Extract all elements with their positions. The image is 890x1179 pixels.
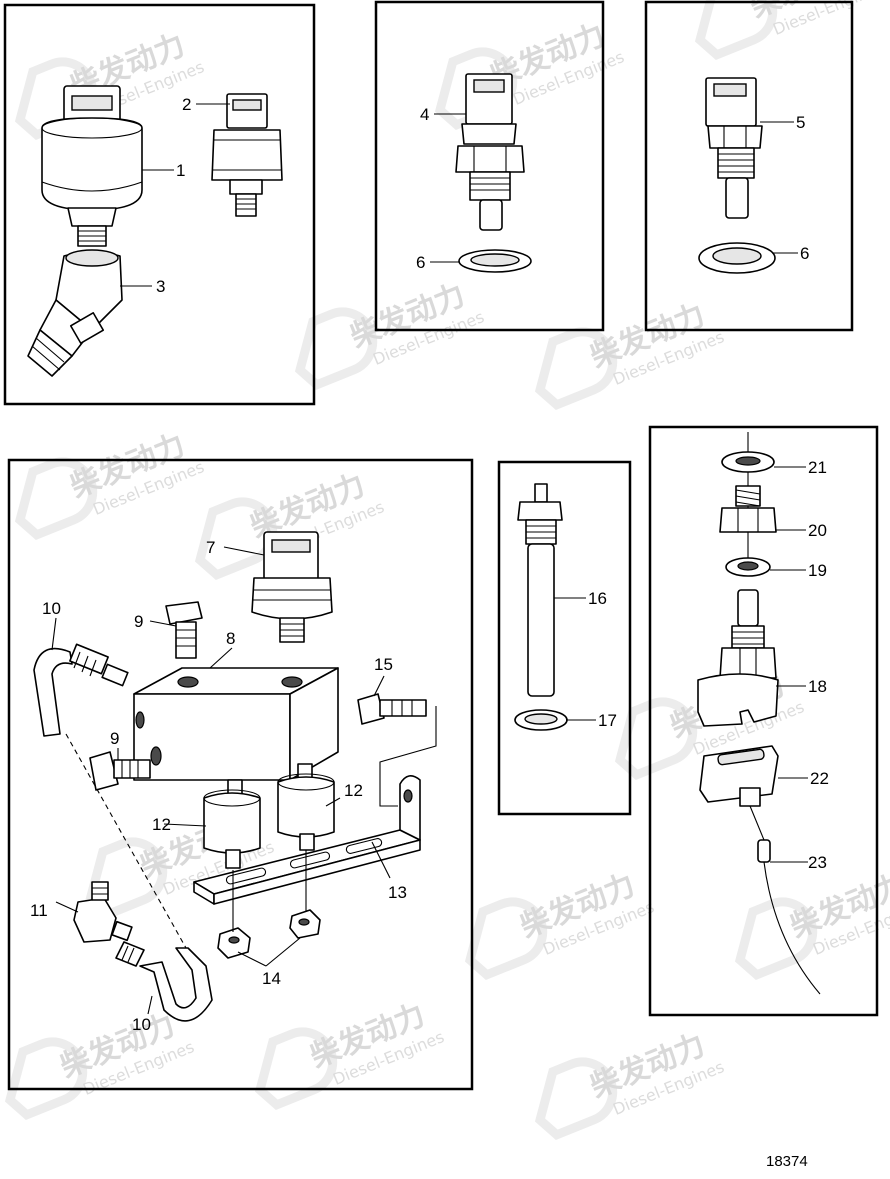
part-18-temperature-sensor — [697, 589, 779, 727]
hose-routing-dashed-line — [65, 733, 187, 949]
callout-13: 13 — [388, 883, 407, 902]
callout-18: 18 — [808, 677, 827, 696]
bolt-15-insertion-line — [379, 706, 437, 807]
callout-12b: 12 — [344, 781, 363, 800]
part-12b-rubber-mount — [277, 763, 335, 851]
drawing-number: 18374 — [766, 1153, 808, 1170]
panel-temp-sensor-16 — [497, 460, 632, 816]
part-6b-sealing-washer — [698, 242, 776, 274]
part-17-sealing-washer — [514, 709, 568, 731]
part-9b-bolt — [89, 751, 151, 791]
callout-9a: 9 — [134, 612, 143, 631]
panel-sender-bracket-assembly — [7, 458, 474, 1091]
part-7-pressure-sender — [251, 531, 333, 643]
callout-6a: 6 — [416, 253, 425, 272]
callout-22: 22 — [810, 769, 829, 788]
part-20-nut-with-spring — [719, 485, 777, 533]
part-11-connector — [73, 881, 133, 943]
part-16-temperature-sensor — [517, 483, 563, 697]
part-6a-sealing-washer — [458, 249, 532, 273]
callout-16: 16 — [588, 589, 607, 608]
callout-12a: 12 — [152, 815, 171, 834]
watermark-2: 柴发动力 Diesel-Engines — [434, 18, 627, 131]
panel-oil-pressure-sender — [3, 3, 316, 406]
part-23-cable — [757, 839, 821, 995]
part-4-temperature-sender — [455, 73, 525, 231]
callout-6b: 6 — [800, 244, 809, 263]
leader-lines — [51, 103, 808, 1015]
part-21-washer — [721, 451, 775, 473]
callout-10b: 10 — [132, 1015, 151, 1034]
part-19-washer — [725, 557, 771, 577]
callout-8: 8 — [226, 629, 235, 648]
callout-19: 19 — [808, 561, 827, 580]
part-14b-flange-nut — [289, 909, 321, 939]
callout-10a: 10 — [42, 599, 61, 618]
callout-labels: 1 2 3 4 6 5 6 7 8 9 9 10 11 10 12 12 13 … — [30, 95, 829, 1034]
callout-20: 20 — [808, 521, 827, 540]
callout-2: 2 — [182, 95, 191, 114]
panel-temp-sensor-5 — [644, 0, 854, 332]
callout-23: 23 — [808, 853, 827, 872]
part-13-mounting-bracket — [193, 775, 421, 905]
callout-21: 21 — [808, 458, 827, 477]
part-14a-flange-nut — [217, 927, 251, 959]
panel-temp-sensor-18 — [648, 425, 879, 1017]
callout-17: 17 — [598, 711, 617, 730]
watermark-6: 柴发动力 Diesel-Engines — [14, 428, 207, 541]
part-12a-rubber-mount — [203, 779, 261, 869]
watermark-14: 柴发动力 Diesel-Engines — [534, 1028, 727, 1141]
part-5-temperature-sender — [705, 77, 763, 219]
callout-14: 14 — [262, 969, 281, 988]
callout-11: 11 — [30, 901, 48, 920]
part-22-connector-plug — [699, 745, 779, 841]
watermark-3: 柴发动力 Diesel-Engines — [694, 0, 887, 61]
callout-15: 15 — [374, 655, 393, 674]
part-10b-hose — [115, 941, 213, 1022]
part-10a-hose — [33, 643, 129, 737]
part-1-oil-pressure-sender — [41, 85, 143, 247]
part-3-hose-adapter — [27, 249, 123, 377]
callout-1: 1 — [176, 161, 185, 180]
callout-4: 4 — [420, 105, 429, 124]
part-8-manifold-block — [133, 667, 339, 781]
watermark-13: 柴发动力 Diesel-Engines — [254, 998, 447, 1111]
watermark-10: 柴发动力 Diesel-Engines — [464, 868, 657, 981]
callout-7: 7 — [206, 538, 215, 557]
part-15-bolt — [357, 693, 427, 725]
callout-9b: 9 — [110, 729, 119, 748]
panel-temp-sensor-4 — [374, 0, 605, 332]
watermark-5: 柴发动力 Diesel-Engines — [534, 298, 727, 411]
part-9a-bolt — [165, 601, 203, 659]
part-2-pressure-switch — [211, 93, 283, 217]
callout-5: 5 — [796, 113, 805, 132]
callout-3: 3 — [156, 277, 165, 296]
